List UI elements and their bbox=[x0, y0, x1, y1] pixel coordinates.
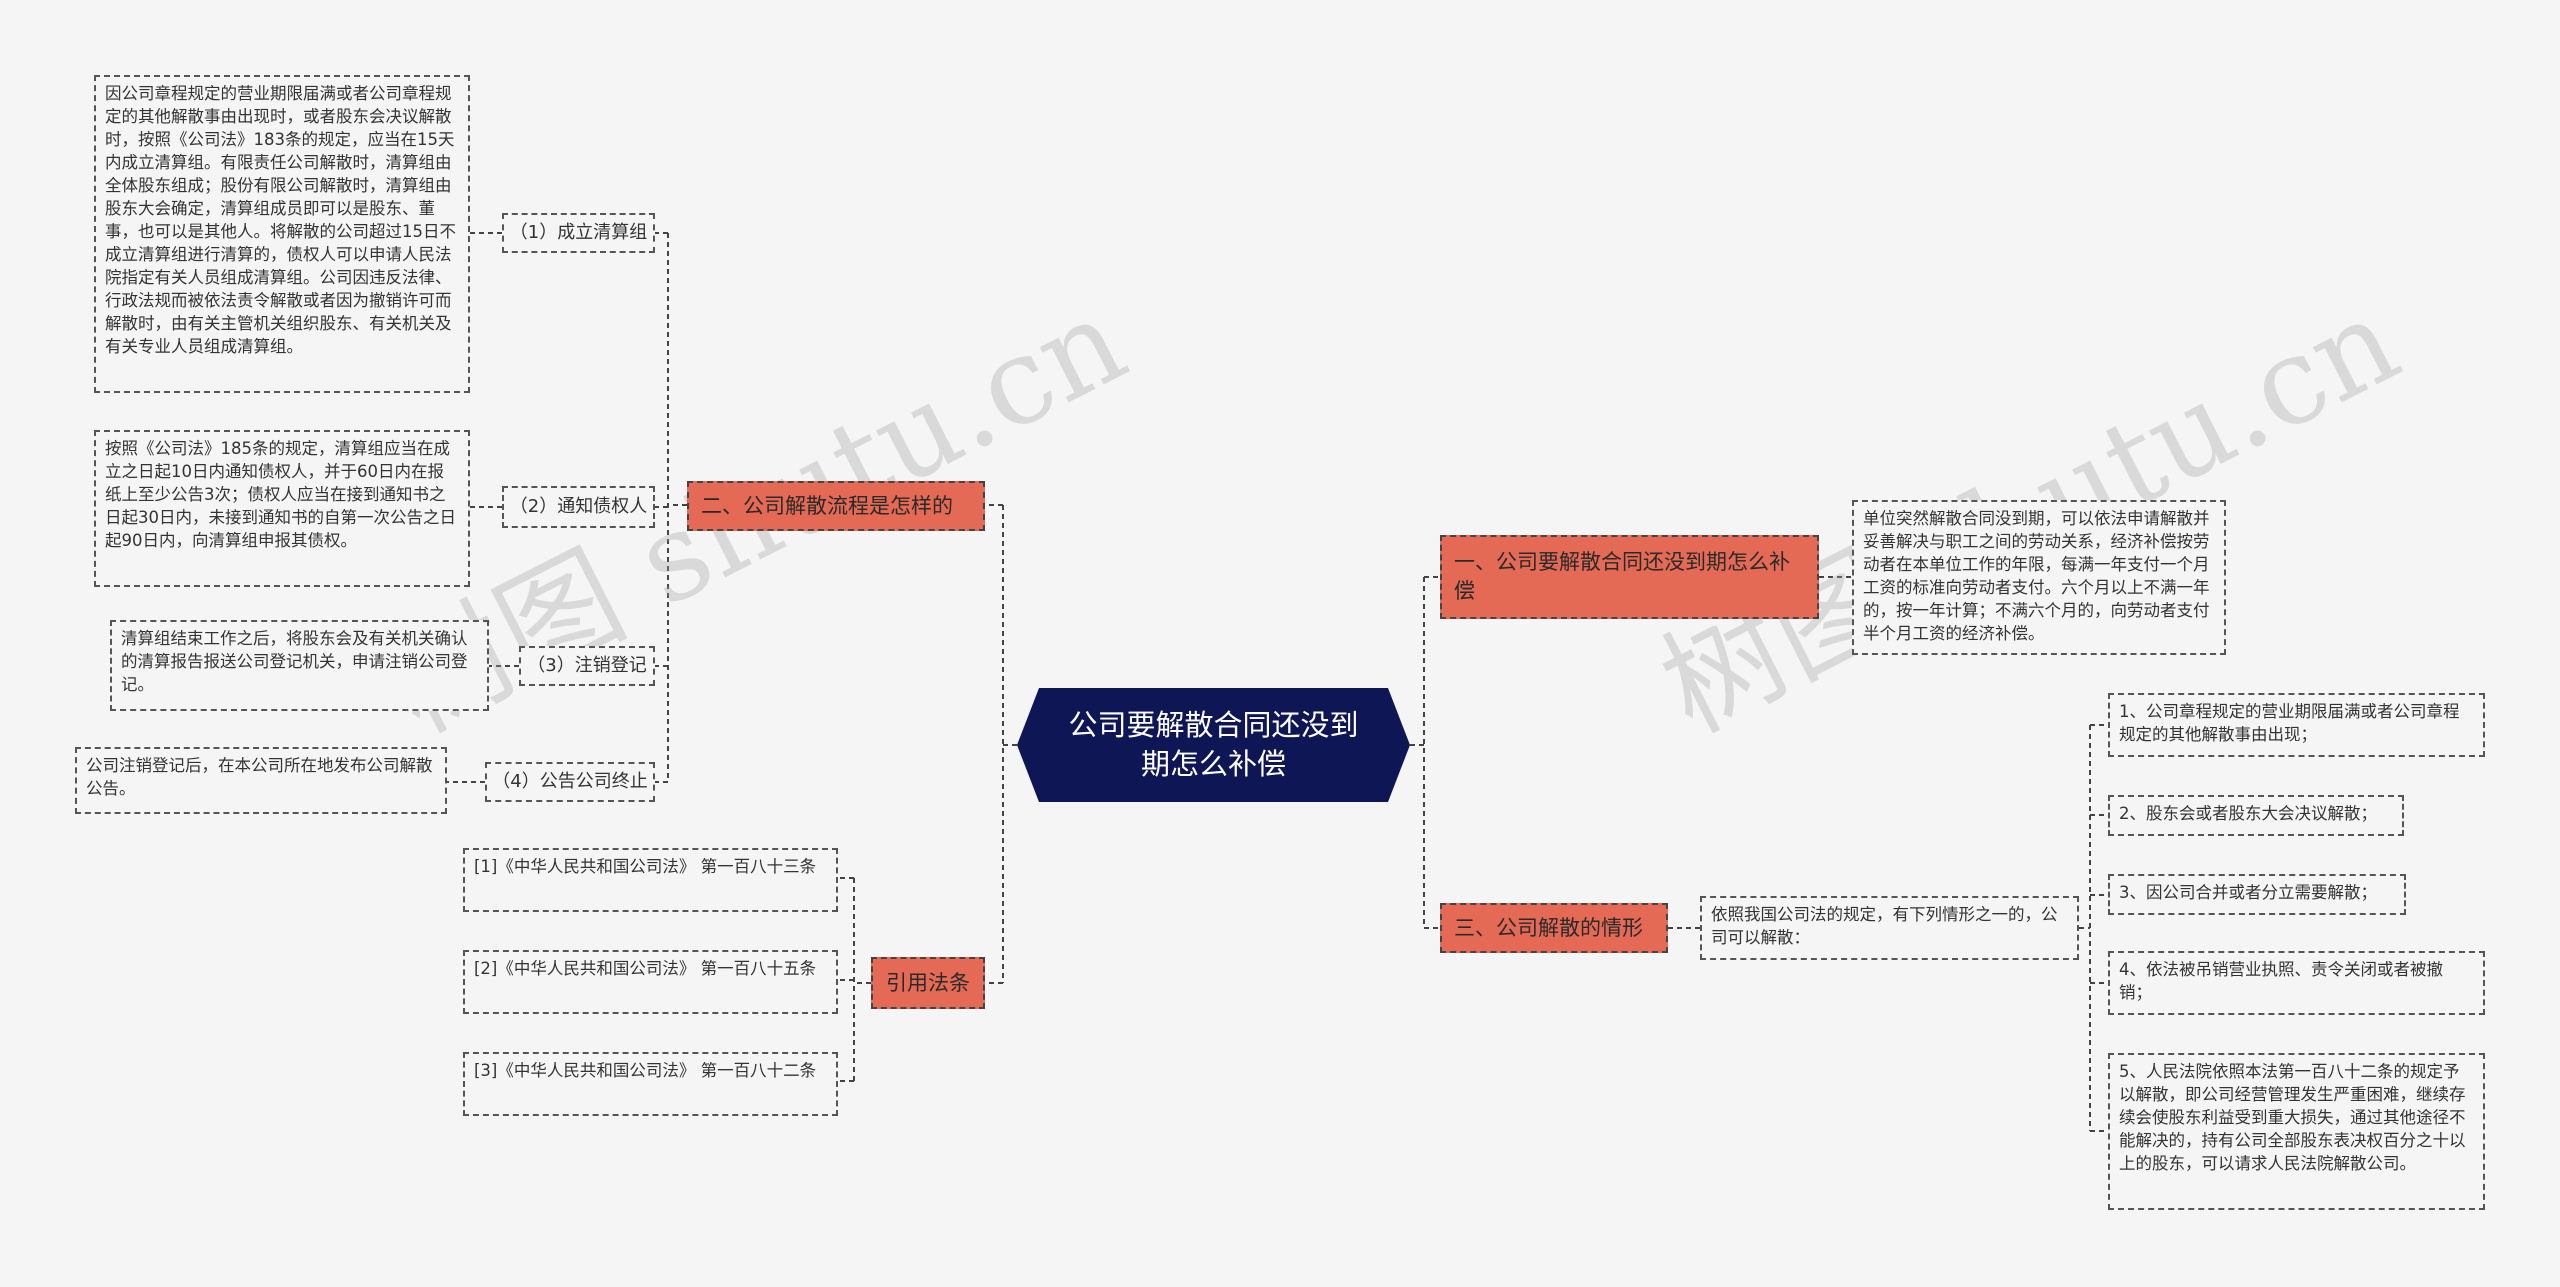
law-reference[interactable]: [1]《中华人民共和国公司法》 第一百八十三条 bbox=[463, 848, 838, 912]
step-label[interactable]: （4）公告公司终止 bbox=[485, 762, 655, 802]
case-item: 5、人民法院依照本法第一百八十二条的规定予以解散，即公司经营管理发生严重困难，继… bbox=[2108, 1053, 2485, 1210]
step-label[interactable]: （1）成立清算组 bbox=[502, 213, 655, 253]
law-reference[interactable]: [2]《中华人民共和国公司法》 第一百八十五条 bbox=[463, 950, 838, 1014]
root-shape bbox=[1017, 688, 1410, 802]
cases-intro: 依照我国公司法的规定，有下列情形之一的，公司可以解散： bbox=[1700, 896, 2079, 960]
root-node[interactable]: 公司要解散合同还没到期怎么补偿 bbox=[1017, 688, 1410, 802]
step-label[interactable]: （3）注销登记 bbox=[519, 646, 655, 686]
law-reference[interactable]: [3]《中华人民共和国公司法》 第一百八十二条 bbox=[463, 1052, 838, 1116]
branch-compensation[interactable]: 一、公司要解散合同还没到期怎么补偿 bbox=[1440, 535, 1819, 619]
branch-label: 三、公司解散的情形 bbox=[1454, 915, 1643, 940]
step-detail: 公司注销登记后，在本公司所在地发布公司解散公告。 bbox=[75, 747, 447, 814]
step-label[interactable]: （2）通知债权人 bbox=[502, 486, 655, 528]
branch-dissolution-process[interactable]: 二、公司解散流程是怎样的 bbox=[687, 481, 985, 531]
compensation-detail: 单位突然解散合同没到期，可以依法申请解散并妥善解决与职工之间的劳动关系，经济补偿… bbox=[1852, 500, 2226, 655]
case-item: 2、股东会或者股东大会决议解散； bbox=[2108, 795, 2404, 836]
root-title: 公司要解散合同还没到期怎么补偿 bbox=[1068, 708, 1359, 781]
case-item: 3、因公司合并或者分立需要解散； bbox=[2108, 874, 2406, 915]
case-item: 4、依法被吊销营业执照、责令关闭或者被撤销； bbox=[2108, 951, 2485, 1015]
step-detail: 按照《公司法》185条的规定，清算组应当在成立之日起10日内通知债权人，并于60… bbox=[94, 430, 470, 587]
branch-dissolution-cases[interactable]: 三、公司解散的情形 bbox=[1440, 903, 1668, 953]
step-detail: 因公司章程规定的营业期限届满或者公司章程规定的其他解散事由出现时，或者股东会决议… bbox=[94, 75, 470, 393]
branch-label: 一、公司要解散合同还没到期怎么补偿 bbox=[1454, 550, 1790, 603]
case-item: 1、公司章程规定的营业期限届满或者公司章程规定的其他解散事由出现； bbox=[2108, 693, 2485, 757]
branch-label: 引用法条 bbox=[886, 970, 970, 995]
branch-label: 二、公司解散流程是怎样的 bbox=[701, 493, 953, 518]
branch-cited-laws[interactable]: 引用法条 bbox=[871, 957, 985, 1009]
step-detail: 清算组结束工作之后，将股东会及有关机关确认的清算报告报送公司登记机关，申请注销公… bbox=[110, 620, 489, 711]
